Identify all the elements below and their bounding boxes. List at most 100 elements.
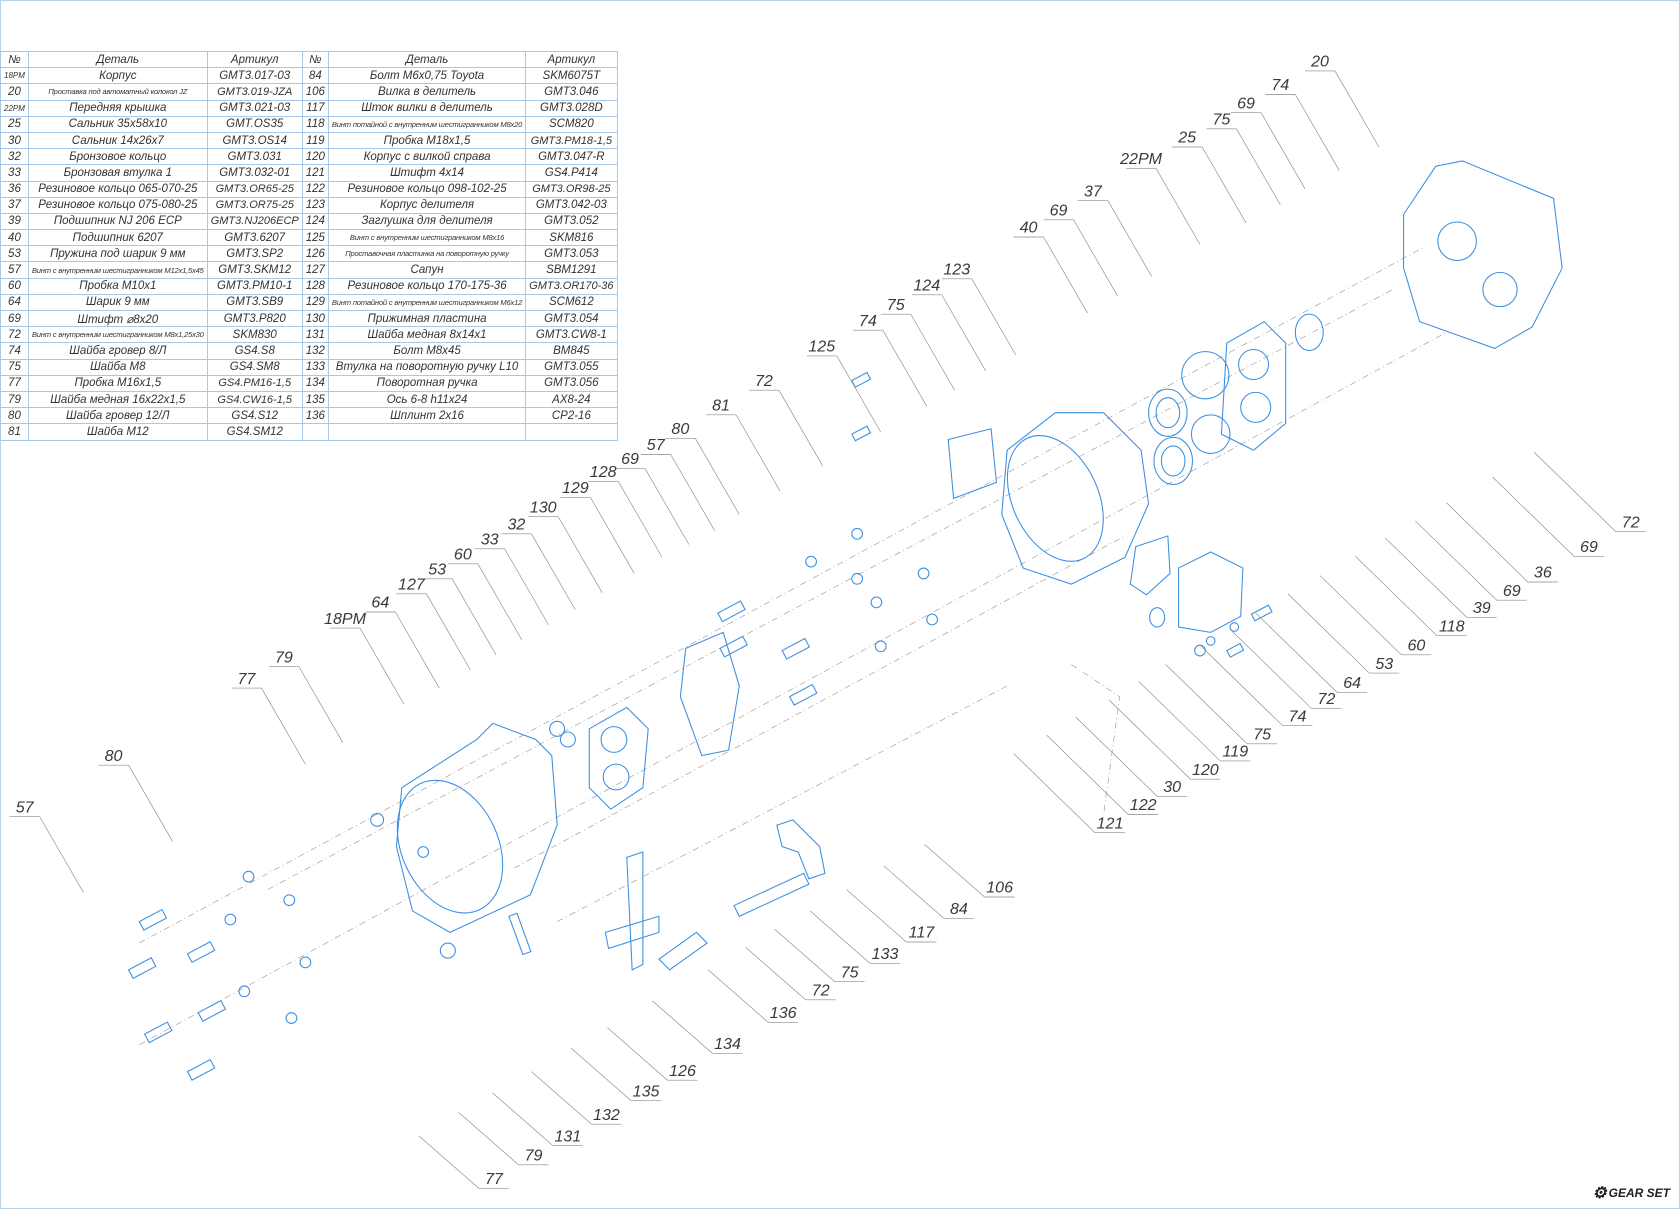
cell-article: GMT3.052 <box>525 212 618 231</box>
cell-part: Штифт ⌀8x20 <box>27 309 208 328</box>
callout-label: 119 <box>1223 743 1249 761</box>
cell-num: 128 <box>301 277 329 295</box>
leader-line <box>706 414 781 492</box>
callout-label: 53 <box>1375 655 1393 673</box>
callout-label: 72 <box>755 372 773 390</box>
cell-num: 60 <box>0 277 29 295</box>
leader-line <box>745 947 836 1001</box>
callout-label: 81 <box>712 397 730 415</box>
callout-label: 36 <box>1534 564 1552 582</box>
cell-num: 119 <box>301 131 329 150</box>
cell-num: 64 <box>0 293 29 312</box>
cell-num: 30 <box>0 131 29 150</box>
cell-num: 135 <box>301 390 329 409</box>
cover-124 <box>947 428 998 500</box>
leader-line <box>846 889 937 943</box>
cell-part: Винт потайной с внутренним шестиграннико… <box>327 115 527 133</box>
cell-part: Винт потайной с внутренним шестиграннико… <box>327 293 527 312</box>
cell-article: SCM612 <box>525 293 618 312</box>
callout-label: 80 <box>105 747 123 765</box>
cell-article: GMT3.OR75-25 <box>206 196 303 214</box>
callout-label: 77 <box>485 1170 504 1188</box>
cell-part: Подшипник NJ 206 ECP <box>27 212 208 231</box>
callout-label: 69 <box>621 450 639 468</box>
callout-label: 79 <box>525 1147 543 1165</box>
callout-label: 64 <box>371 594 389 612</box>
leader-line <box>1138 681 1251 762</box>
cell-article: GMT3.P820 <box>206 309 303 328</box>
cell-num: 80 <box>0 407 29 425</box>
cell-part: Поворотная ручка <box>327 374 527 392</box>
cell-part: Прижимная пластина <box>327 309 527 328</box>
cell-article: GMT3.OR98-25 <box>525 180 618 198</box>
leader-line <box>1446 502 1558 583</box>
col-part: Деталь <box>27 50 208 69</box>
cell-num: 133 <box>301 358 329 376</box>
callout-label: 22PM <box>1119 150 1163 168</box>
table-header: № Деталь Артикул № Деталь Артикул <box>0 50 618 69</box>
callout-label: 129 <box>562 479 589 497</box>
cell-article: GMT3.042-03 <box>525 196 618 214</box>
cell-article: GMT3.NJ206ECP <box>206 212 303 231</box>
callout-label: 60 <box>1407 637 1425 655</box>
cell-part: Болт M6x0,75 Toyota <box>327 67 527 85</box>
cell-num: 77 <box>0 374 29 392</box>
leader-line <box>809 910 900 964</box>
cell-num: 124 <box>301 212 329 231</box>
leader-line <box>1046 734 1159 815</box>
leader-line <box>774 928 865 982</box>
callout-label: 57 <box>647 436 666 454</box>
callout-label: 124 <box>913 277 940 295</box>
callout-label: 136 <box>770 1004 797 1022</box>
plate-130 <box>588 706 649 810</box>
housing-18pm <box>395 722 558 933</box>
cell-article: SKM6075T <box>525 67 618 85</box>
leader-line <box>231 687 306 765</box>
leader-line <box>880 313 955 391</box>
leader-line <box>924 844 1015 898</box>
leader-line <box>1355 556 1467 636</box>
leader-line <box>1013 753 1125 834</box>
leader-line <box>570 1047 662 1101</box>
leader-line <box>1200 646 1313 726</box>
callout-label: 57 <box>16 798 35 816</box>
cell-num: 120 <box>301 148 329 166</box>
cell-article: SKM816 <box>525 229 618 247</box>
cell-article: GMT3.053 <box>525 245 618 263</box>
cell-article: GMT3.046 <box>525 83 618 101</box>
leader-line <box>1492 476 1604 557</box>
leader-line <box>748 389 824 467</box>
cell-num: 72 <box>0 326 29 344</box>
cell-article: GMT3.055 <box>525 358 618 376</box>
callout-label: 25 <box>1177 129 1196 147</box>
bearing-40 <box>1148 388 1188 437</box>
cell-part: Сальник 14x26x7 <box>27 131 208 150</box>
cell-part: Резиновое кольцо 065-070-25 <box>27 180 208 198</box>
adapter-plate-20 <box>1403 160 1563 350</box>
cell-part: Шайба M12 <box>27 423 208 441</box>
callout-label: 106 <box>986 879 1013 897</box>
cell-article: SBM1291 <box>525 261 618 279</box>
cell-num: 132 <box>301 342 329 360</box>
callout-label: 125 <box>808 338 835 356</box>
cell-part: Подшипник 6207 <box>27 229 208 247</box>
leader-line <box>1013 236 1088 314</box>
callout-label: 133 <box>872 945 899 963</box>
leader-line <box>1165 664 1278 745</box>
cell-part: Шплинт 2x16 <box>327 407 527 425</box>
cell-part: Пробка M18x1,5 <box>327 131 527 150</box>
washers <box>224 527 1240 1024</box>
cell-article: GMT3.OR170-36 <box>525 277 618 295</box>
cell-article: GMT3.CW8-1 <box>525 326 618 344</box>
callout-label: 69 <box>1503 582 1521 600</box>
callout-label: 79 <box>275 648 293 666</box>
callout-label: 74 <box>1289 707 1307 725</box>
handle-134 <box>626 851 644 971</box>
